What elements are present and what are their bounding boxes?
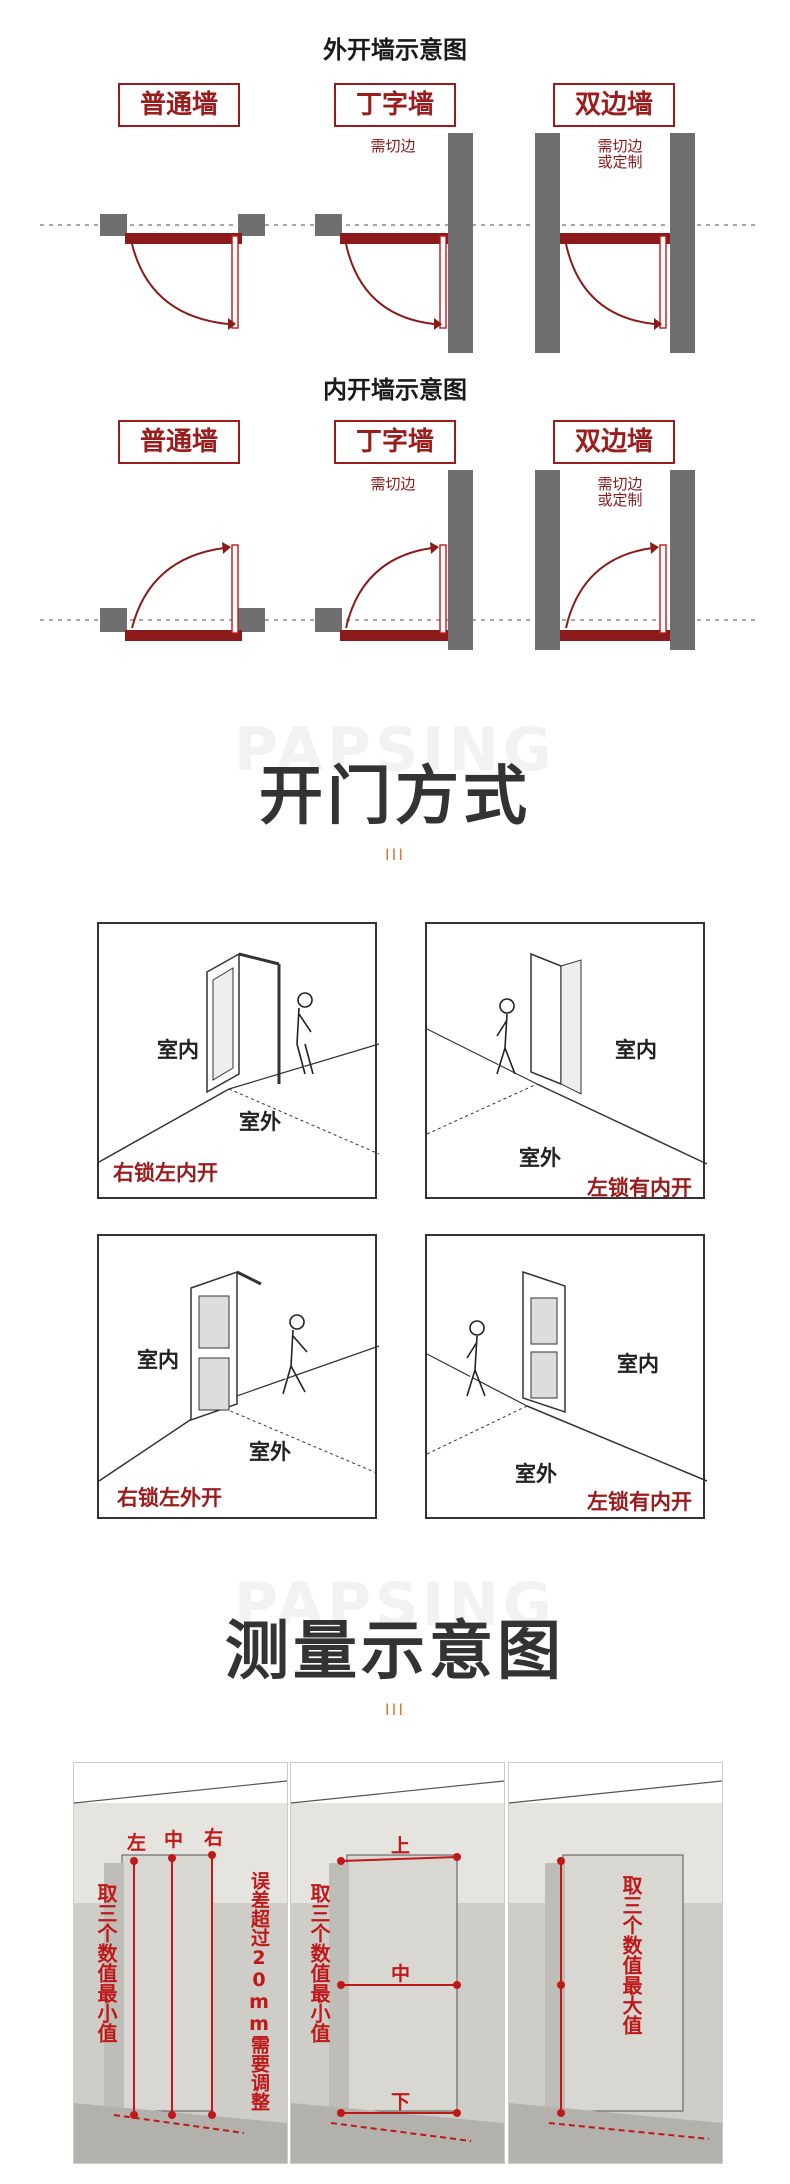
opening-4-outside: 室外 bbox=[515, 1462, 557, 1486]
label-t-wall-in: 丁字墙 bbox=[334, 420, 456, 464]
measure-1-left: 左 bbox=[127, 1832, 147, 1854]
outward-title: 外开墙示意图 bbox=[323, 36, 467, 64]
opening-1-mode: 右锁左内开 bbox=[113, 1161, 218, 1185]
opening-1-outside: 室外 bbox=[239, 1110, 281, 1134]
opening-panel-4-art bbox=[426, 1270, 708, 1482]
label-double-wall-out: 双边墙 bbox=[553, 83, 675, 127]
measure-2-mid: 中 bbox=[391, 1963, 411, 1985]
measure-1-right: 右 bbox=[204, 1827, 224, 1849]
measure-2-top: 上 bbox=[391, 1835, 411, 1857]
measure-panel-1: 左 中 右 取三个数值最小值 误差超过20mm需要调整 bbox=[73, 1762, 288, 2164]
opening-1-inside: 室内 bbox=[157, 1038, 199, 1062]
opening-panel-1: 室内 室外 右锁左内开 bbox=[97, 922, 380, 1199]
measure-1-mid: 中 bbox=[164, 1829, 184, 1851]
opening-2-mode: 左锁有内开 bbox=[587, 1176, 692, 1200]
opening-watermark: PAPSING bbox=[234, 715, 556, 785]
measure-1-error: 误差超过20mm需要调整 bbox=[248, 1871, 270, 2111]
note-double-wall-out-1: 需切边 bbox=[597, 137, 643, 155]
opening-2-inside: 室内 bbox=[615, 1038, 657, 1062]
inward-title: 内开墙示意图 bbox=[323, 376, 467, 404]
measure-3-side: 取三个数值最大值 bbox=[619, 1875, 643, 2035]
normal-wall-in-diagram bbox=[100, 542, 265, 641]
measure-panel-3-art bbox=[509, 1763, 722, 2163]
label-normal-wall-in: 普通墙 bbox=[118, 420, 240, 464]
double-wall-in-diagram bbox=[535, 470, 695, 650]
opening-panel-4: 室内 室外 左锁有内开 bbox=[425, 1234, 708, 1519]
label-t-wall-out: 丁字墙 bbox=[334, 83, 456, 127]
inward-diagrams bbox=[40, 470, 760, 650]
label-normal-wall-out: 普通墙 bbox=[118, 83, 240, 127]
note-double-wall-in-2: 或定制 bbox=[597, 491, 643, 509]
opening-title: 开门方式 bbox=[259, 760, 531, 834]
opening-4-inside: 室内 bbox=[617, 1352, 659, 1376]
measure-panel-3: 取三个数值最大值 bbox=[508, 1762, 723, 2164]
double-wall-out-diagram bbox=[535, 133, 695, 353]
t-wall-out-diagram bbox=[315, 133, 473, 353]
opening-panel-2: 室内 室外 左锁有内开 bbox=[425, 922, 708, 1200]
opening-panel-2-art bbox=[426, 952, 708, 1165]
measure-1-side: 取三个数值最小值 bbox=[94, 1883, 118, 2043]
measure-title: 测量示意图 bbox=[225, 1615, 565, 1689]
opening-panel-3: 室内 室外 右锁左外开 bbox=[97, 1234, 380, 1519]
measure-panel-2: 上 中 下 取三个数值最小值 bbox=[290, 1762, 505, 2164]
measure-2-bottom: 下 bbox=[391, 2091, 411, 2113]
opening-3-mode: 右锁左外开 bbox=[117, 1486, 222, 1510]
note-double-wall-out-2: 或定制 bbox=[597, 153, 643, 171]
measure-2-side: 取三个数值最小值 bbox=[307, 1883, 331, 2043]
measure-panel-1-art bbox=[74, 1763, 287, 2163]
opening-ticks: III bbox=[384, 845, 406, 864]
note-t-wall-in: 需切边 bbox=[370, 475, 416, 493]
note-double-wall-in-1: 需切边 bbox=[597, 475, 643, 493]
opening-3-outside: 室外 bbox=[249, 1440, 291, 1464]
normal-wall-out-diagram bbox=[100, 214, 265, 330]
measure-ticks: III bbox=[384, 1700, 406, 1719]
opening-3-inside: 室内 bbox=[137, 1348, 179, 1372]
opening-4-mode: 左锁有内开 bbox=[587, 1490, 692, 1514]
measure-panel-2-art bbox=[291, 1763, 504, 2163]
outward-diagrams bbox=[40, 133, 760, 353]
t-wall-in-diagram bbox=[315, 470, 473, 650]
opening-panel-3-art bbox=[98, 1270, 380, 1482]
opening-2-outside: 室外 bbox=[519, 1146, 561, 1170]
note-t-wall-out: 需切边 bbox=[370, 137, 416, 155]
opening-panel-1-art bbox=[98, 952, 380, 1163]
label-double-wall-in: 双边墙 bbox=[553, 420, 675, 464]
measure-watermark: PAPSING bbox=[234, 1570, 556, 1640]
